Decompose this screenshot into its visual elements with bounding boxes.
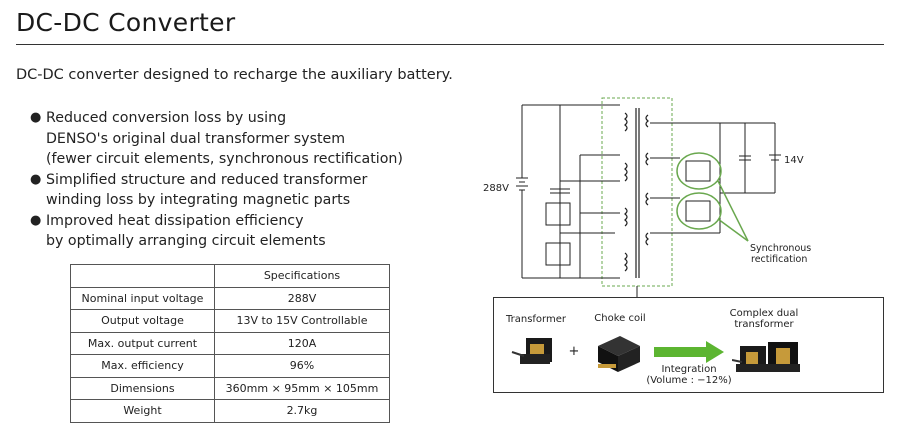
bullet-icon: ● xyxy=(30,110,42,125)
spec-label: Max. efficiency xyxy=(70,354,215,378)
table-row: Nominal input voltage 288V xyxy=(70,286,390,310)
feature-text: Reduced conversion loss by using DENSO's… xyxy=(46,110,403,167)
intro-text: DC-DC converter designed to recharge the… xyxy=(16,67,453,83)
input-voltage-label: 288V xyxy=(483,183,509,194)
table-row: Max. efficiency 96% xyxy=(70,354,390,378)
spec-value: 288V xyxy=(214,286,390,310)
choke-coil-label: Choke coil xyxy=(594,313,646,324)
table-corner-cell xyxy=(70,264,215,288)
complex-dual-transformer-image xyxy=(732,342,800,372)
page-title: DC-DC Converter xyxy=(16,8,236,37)
volume-label: (Volume : −12%) xyxy=(646,375,732,386)
spec-label: Dimensions xyxy=(70,376,215,400)
table-row: Max. output current 120A xyxy=(70,331,390,355)
bullet-icon: ● xyxy=(30,212,42,228)
spec-value: 360mm × 95mm × 105mm xyxy=(214,376,390,400)
output-voltage-label: 14V xyxy=(784,155,804,166)
plus-sign: + xyxy=(568,344,580,359)
spec-label: Nominal input voltage xyxy=(70,286,215,310)
feature-text: Improved heat dissipation efficiency by … xyxy=(46,212,326,250)
title-divider xyxy=(16,44,884,45)
transformer-label: Transformer xyxy=(505,314,566,325)
integration-box: Transformer Choke coil Complex dual tran… xyxy=(493,297,884,393)
sync-rectification-label-1: Synchronous xyxy=(750,243,811,254)
complex-label-line-1: Complex dual xyxy=(729,308,799,319)
feature-text: Simplified structure and reduced transfo… xyxy=(46,171,368,209)
feature-list: ● Reduced conversion loss by using DENSO… xyxy=(30,108,490,252)
table-row: Dimensions 360mm × 95mm × 105mm xyxy=(70,376,390,400)
transformer-image xyxy=(511,338,552,364)
spec-value: 96% xyxy=(214,354,390,378)
specifications-table: Specifications Nominal input voltage 288… xyxy=(70,264,390,423)
integration-label: Integration xyxy=(661,364,717,375)
circuit-diagram: 288V 14V Synchronous rectification xyxy=(483,97,811,297)
feature-item: ● Improved heat dissipation efficiency b… xyxy=(30,211,490,252)
bullet-icon: ● xyxy=(30,171,42,187)
integration-arrow-icon xyxy=(654,341,724,363)
complex-transformer-label: Complex dual transformer xyxy=(724,308,804,330)
table-row: Output voltage 13V to 15V Controllable xyxy=(70,309,390,333)
spec-label: Output voltage xyxy=(70,309,215,333)
integration-caption: Integration (Volume : −12%) xyxy=(644,364,734,386)
spec-value: 2.7kg xyxy=(214,399,390,423)
feature-item: ● Reduced conversion loss by using DENSO… xyxy=(30,108,490,170)
spec-value: 13V to 15V Controllable xyxy=(214,309,390,333)
table-header-cell: Specifications xyxy=(214,264,390,288)
choke-coil-image xyxy=(598,336,640,372)
spec-label: Weight xyxy=(70,399,215,423)
sync-rectification-label-2: rectification xyxy=(751,254,807,265)
complex-label-line-2: transformer xyxy=(734,319,794,330)
table-header-row: Specifications xyxy=(70,264,390,288)
spec-value: 120A xyxy=(214,331,390,355)
feature-item: ● Simplified structure and reduced trans… xyxy=(30,170,490,211)
table-row: Weight 2.7kg xyxy=(70,399,390,423)
spec-label: Max. output current xyxy=(70,331,215,355)
